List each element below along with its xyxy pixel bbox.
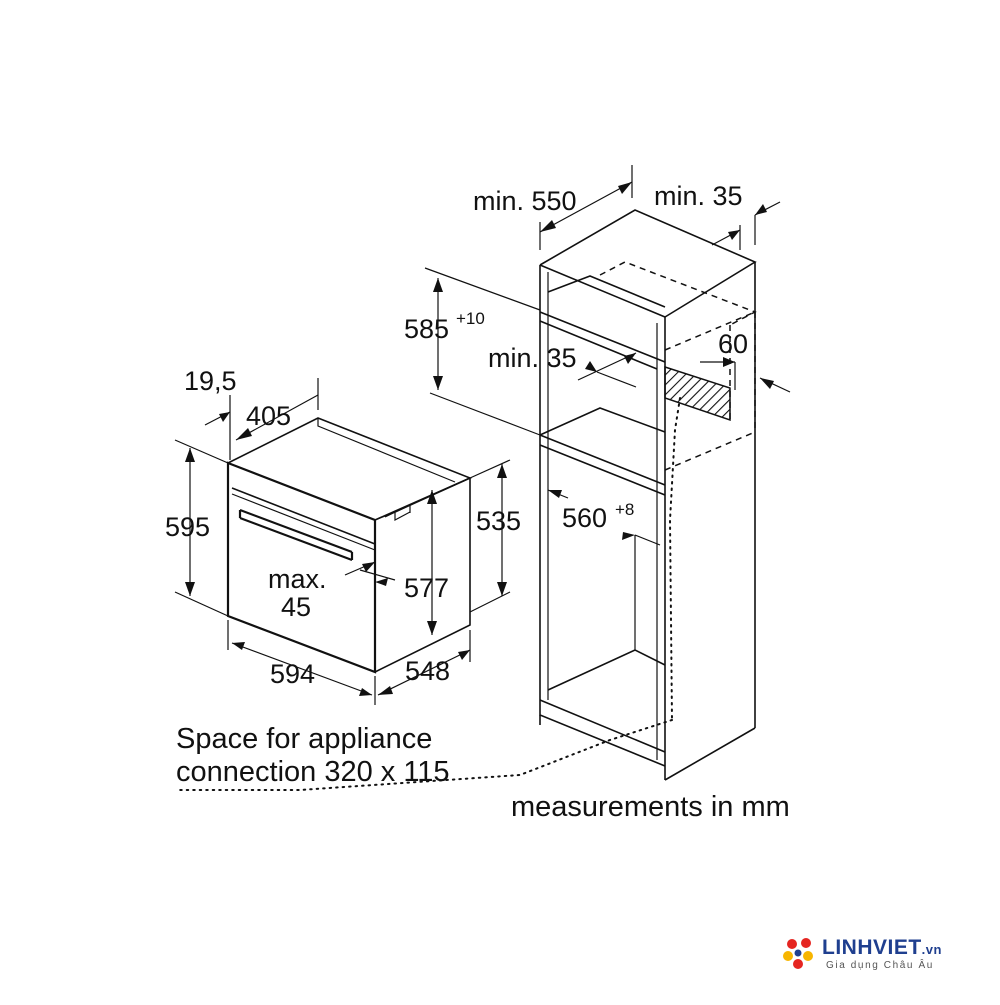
label-19-5: 19,5 — [184, 366, 237, 396]
note-units: measurements in mm — [511, 791, 790, 823]
logo-slogan: Gia dụng Châu Âu — [826, 960, 934, 971]
label-595: 595 — [165, 512, 210, 542]
label-405: 405 — [246, 401, 291, 431]
logo-ext: .vn — [921, 942, 942, 957]
label-min550: min. 550 — [473, 186, 577, 216]
label-max-value: 45 — [281, 592, 311, 622]
label-585-tolerance: +10 — [456, 309, 485, 328]
label-577: 577 — [404, 573, 449, 603]
label-535: 535 — [476, 506, 521, 536]
label-594: 594 — [270, 659, 315, 689]
label-60: 60 — [718, 329, 748, 359]
note-space-line2: connection 320 x 115 — [176, 756, 450, 788]
label-max: max. — [268, 564, 327, 594]
label-min35-top: min. 35 — [654, 181, 743, 211]
logo-flower-icon — [783, 938, 813, 969]
note-space-line1: Space for appliance — [176, 723, 432, 755]
arrowheads — [185, 182, 774, 696]
label-560-tolerance: +8 — [615, 500, 634, 519]
label-585: 585 — [404, 314, 449, 344]
label-548: 548 — [405, 656, 450, 686]
dimension-labels: min. 550 min. 35 585 +10 min. 35 60 560 … — [165, 181, 748, 689]
logo-name-text: LINHVIET — [822, 936, 922, 959]
tall-cabinet — [179, 209, 757, 791]
brand-logo: LINHVIET.vn Gia dụng Châu Âu — [780, 932, 985, 978]
notes: Space for appliance connection 320 x 115… — [176, 723, 790, 823]
oven — [226, 417, 473, 674]
dimension-lines — [174, 165, 791, 705]
label-560: 560 — [562, 503, 607, 533]
label-min35-mid: min. 35 — [488, 343, 577, 373]
logo-name: LINHVIET.vn — [822, 936, 942, 960]
